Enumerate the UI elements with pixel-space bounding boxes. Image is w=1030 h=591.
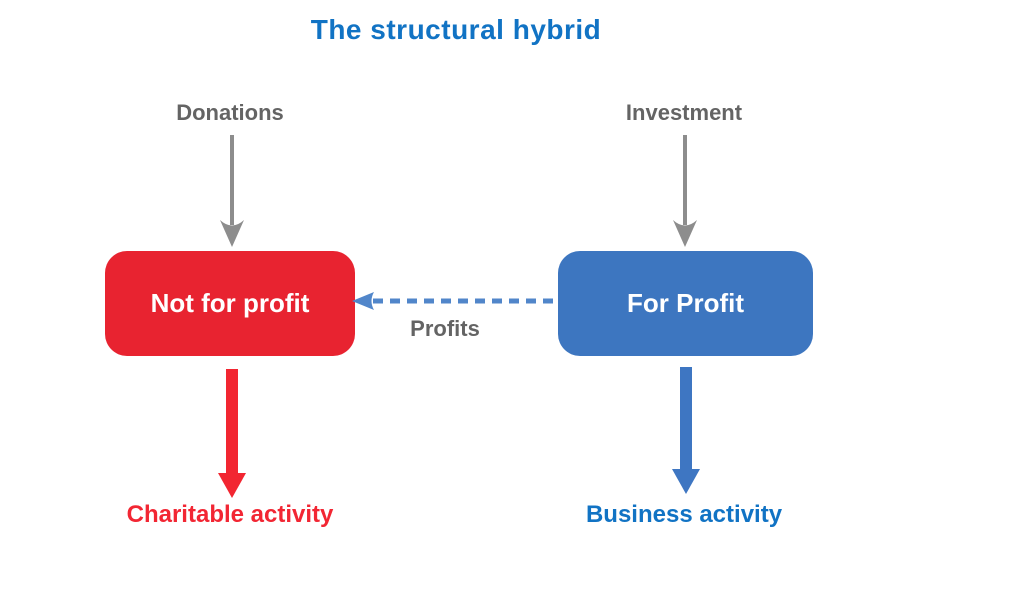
business-down-arrow-icon bbox=[672, 367, 700, 494]
diagram-title: The structural hybrid bbox=[310, 14, 602, 45]
not-for-profit-label: Not for profit bbox=[150, 288, 310, 318]
profits-label: Profits bbox=[410, 316, 480, 341]
for-profit-box: For Profit bbox=[558, 251, 813, 356]
charitable-activity-label: Charitable activity bbox=[126, 501, 334, 528]
business-activity-label: Business activity bbox=[585, 501, 783, 528]
investment-down-arrow-icon bbox=[673, 135, 697, 247]
for-profit-label: For Profit bbox=[627, 288, 744, 318]
donations-label: Donations bbox=[176, 100, 284, 125]
not-for-profit-box: Not for profit bbox=[105, 251, 355, 356]
profits-dashed-left-arrow-icon bbox=[352, 292, 558, 310]
donations-down-arrow-icon bbox=[220, 135, 244, 247]
charitable-down-arrow-icon bbox=[218, 369, 246, 498]
investment-label: Investment bbox=[625, 100, 743, 125]
